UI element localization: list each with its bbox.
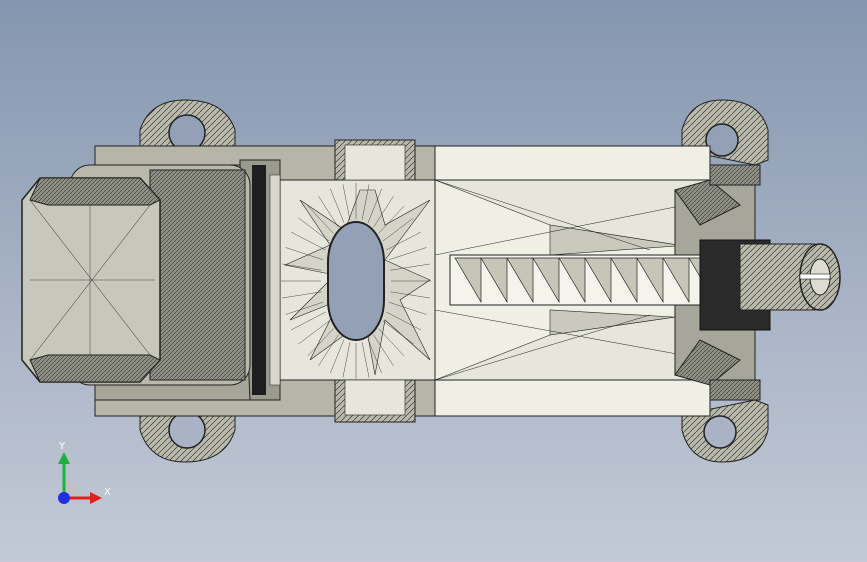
- thread-facet: [558, 257, 586, 304]
- facet-edge: [342, 342, 351, 378]
- y-axis-arrowhead-icon: [58, 452, 70, 464]
- facet-edge: [390, 263, 430, 271]
- triad-graphic: [58, 452, 102, 504]
- facet-edge: [298, 217, 330, 242]
- facet-edge: [373, 196, 394, 228]
- thread-facet: [636, 257, 664, 304]
- thread-facet: [584, 257, 612, 304]
- facet-edge: [373, 334, 394, 366]
- facet-edge: [318, 196, 339, 228]
- facet-edge: [382, 217, 414, 242]
- facet-edge: [378, 205, 405, 234]
- x-axis-label: X: [104, 487, 111, 498]
- facet-edge: [361, 342, 370, 378]
- facet-edge: [285, 247, 324, 260]
- mounting-ear-top-left[interactable]: [139, 99, 236, 161]
- hex-nut[interactable]: [21, 164, 251, 401]
- facet-edge: [290, 311, 326, 331]
- facet-edge: [388, 302, 427, 315]
- threaded-channel[interactable]: [449, 254, 716, 306]
- facet-edge: [318, 334, 339, 366]
- facet-edge: [367, 339, 382, 374]
- facet-edge: [330, 339, 345, 374]
- facet-edge: [388, 247, 427, 260]
- top-clamp[interactable]: [334, 139, 416, 181]
- coordinate-triad: Y X: [44, 440, 124, 512]
- oval-slot-hole[interactable]: [327, 221, 385, 341]
- facet-edge: [361, 184, 370, 220]
- facet-edge: [307, 205, 334, 234]
- thread-facet: [454, 257, 482, 304]
- thread-facet: [506, 257, 534, 304]
- facet-edge: [290, 231, 326, 251]
- facet-edge: [330, 188, 345, 223]
- x-axis-arrowhead-icon: [90, 492, 102, 504]
- facet-edge: [367, 188, 382, 223]
- thread-facet: [480, 257, 508, 304]
- triad-plane-icon: [64, 480, 82, 498]
- bottom-clamp[interactable]: [334, 379, 416, 423]
- shaft-connector[interactable]: [699, 239, 841, 331]
- facet-edge: [342, 184, 351, 220]
- facet-edge: [307, 328, 334, 357]
- facet-edge: [382, 320, 414, 345]
- facet-edge: [282, 263, 322, 271]
- facet-edge: [390, 291, 430, 299]
- facet-edge: [285, 302, 324, 315]
- thread-facet: [662, 257, 690, 304]
- z-axis-point-icon: [58, 492, 70, 504]
- thread-facet: [532, 257, 560, 304]
- facet-edge: [378, 328, 405, 357]
- mounting-ear-bottom-left[interactable]: [139, 404, 236, 463]
- facet-edge: [386, 311, 422, 331]
- facet-edge: [298, 320, 330, 345]
- facet-edge: [282, 291, 322, 299]
- thread-facet: [610, 257, 638, 304]
- y-axis-label: Y: [59, 441, 66, 452]
- facet-edge: [386, 231, 422, 251]
